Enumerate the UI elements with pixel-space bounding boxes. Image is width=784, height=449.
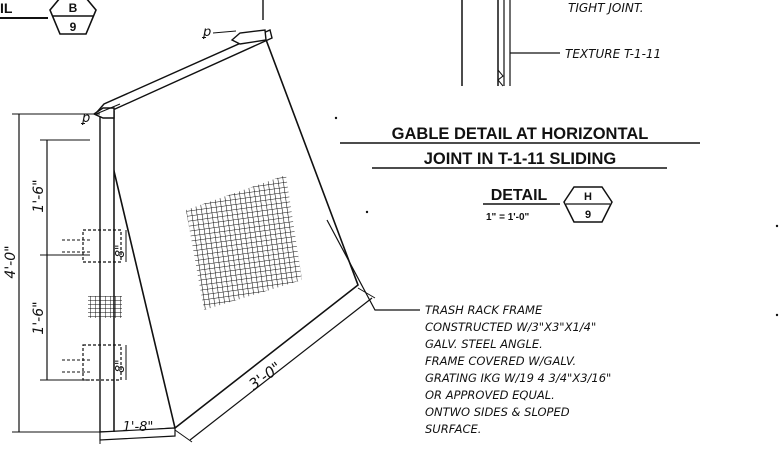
note-line-7: ONTWO SIDES & SLOPED <box>425 405 570 419</box>
note-line-1: TRASH RACK FRAME <box>425 303 543 317</box>
base-face <box>99 427 176 441</box>
detail-label-fragment: IL <box>0 0 13 16</box>
front-face <box>99 110 115 433</box>
tight-joint-label: TIGHT JOINT. <box>568 1 644 15</box>
detail-h-label: DETAIL <box>491 187 548 204</box>
gable-title-line2: JOINT IN T-1-11 SLIDING <box>424 150 617 168</box>
note-leader <box>326 219 420 311</box>
detail-h-scale: 1" = 1'-0" <box>486 212 530 223</box>
texture-label: TEXTURE T-1-11 <box>565 47 661 61</box>
base-width-dim: 1'-8" <box>123 420 154 435</box>
gable-title-line1: GABLE DETAIL AT HORIZONTAL <box>392 125 649 143</box>
siding-section: TEXTURE T-1-11 TIGHT JOINT. <box>461 0 661 87</box>
detail-h-bubble-top: H <box>584 191 592 203</box>
note-line-3: GALV. STEEL ANGLE. <box>425 337 543 351</box>
note-line-5: GRATING IKG W/19 4 3/4"X3/16" <box>425 371 611 385</box>
note-line-2: CONSTRUCTED W/3"X3"X1/4" <box>425 320 596 334</box>
detail-h-bubble-bottom: 9 <box>585 209 591 221</box>
angle-clip-right <box>230 29 267 45</box>
angle-clip-left <box>92 107 115 119</box>
lower-slot <box>82 344 122 381</box>
clip-mark-right: ꝑ <box>201 25 211 40</box>
trash-rack-note: TRASH RACK FRAME CONSTRUCTED W/3"X3"X1/4… <box>425 303 611 436</box>
lower-segment-dim: 1'-6" <box>31 301 47 334</box>
note-line-4: FRAME COVERED W/GALV. <box>425 354 576 368</box>
note-line-6: OR APPROVED EQUAL. <box>425 388 555 402</box>
overall-height-dim: 4'-0" <box>3 245 19 278</box>
slope-dim-line <box>189 297 373 441</box>
top-left-detail-ref: IL B 9 <box>0 0 97 35</box>
sloped-grating <box>186 175 302 310</box>
note-line-8: SURFACE. <box>425 422 481 436</box>
lower-slot-dim: 8" <box>113 359 127 372</box>
upper-slot-dim: 8" <box>113 244 127 257</box>
bubble-bottom-text: 9 <box>70 20 77 34</box>
upper-segment-dim: 1'-6" <box>31 179 47 212</box>
gable-detail-title-block: GABLE DETAIL AT HORIZONTAL JOINT IN T-1-… <box>340 125 700 223</box>
clip-mark-left: ꝑ <box>80 111 90 126</box>
detail-bubble <box>49 0 97 35</box>
bubble-top-text: B <box>69 1 78 15</box>
trash-rack-isometric: ꝑ ꝑ 8" 8" 4'-0" 1'-6" 1'-6" 1'-8" <box>3 25 420 444</box>
detail-h-bubble <box>563 186 613 223</box>
front-grating <box>88 296 122 318</box>
